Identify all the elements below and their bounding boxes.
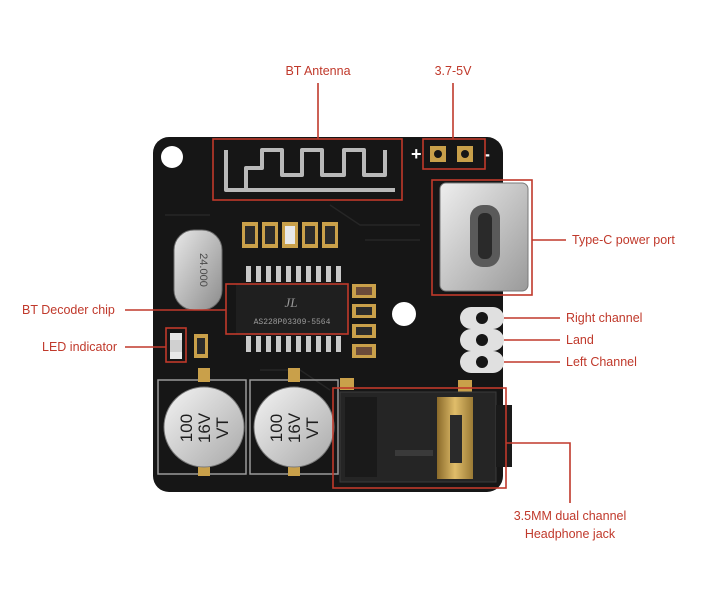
jack-label-line1: 3.5MM dual channel bbox=[513, 509, 627, 523]
bt-decoder-chip-label: BT Decoder chip bbox=[22, 303, 115, 317]
capacitor-1-voltage: 16V bbox=[195, 412, 214, 443]
mounting-hole bbox=[161, 146, 183, 168]
land-label: Land bbox=[566, 333, 594, 347]
chip-logo: JL bbox=[285, 295, 298, 310]
smd-components bbox=[194, 222, 472, 392]
mounting-hole bbox=[392, 302, 416, 326]
jack-label-line2: Headphone jack bbox=[524, 527, 616, 541]
power-header-box bbox=[422, 138, 486, 170]
capacitor-2-value: 100 bbox=[267, 414, 286, 442]
capacitor-2-voltage: 16V bbox=[285, 412, 304, 443]
right-channel-label: Right channel bbox=[566, 311, 643, 325]
crystal-marking: 24.000 bbox=[197, 253, 209, 287]
typec-label: Type-C power port bbox=[572, 233, 675, 247]
bt-decoder-chip bbox=[236, 284, 348, 334]
chip-pins bbox=[246, 266, 341, 352]
capacitor-2-brand: VT bbox=[303, 417, 322, 439]
capacitor-1-value: 100 bbox=[177, 414, 196, 442]
power-voltage-label: 3.7-5V bbox=[434, 64, 472, 78]
bt-decoder-chip-box bbox=[225, 283, 349, 335]
bt-antenna-trace bbox=[224, 148, 395, 192]
power-plus-sign: + bbox=[411, 144, 422, 164]
capacitor-1 bbox=[163, 386, 245, 468]
bt-antenna-label: BT Antenna bbox=[285, 64, 351, 78]
headphone-jack-box bbox=[332, 387, 507, 489]
channel-pads bbox=[460, 307, 504, 373]
led-indicator-label: LED indicator bbox=[42, 340, 118, 354]
capacitor-1-brand: VT bbox=[213, 417, 232, 439]
left-channel-label: Left Channel bbox=[566, 355, 637, 369]
bt-antenna-box bbox=[212, 138, 403, 201]
led-box bbox=[165, 327, 187, 363]
typec-port-box bbox=[431, 179, 533, 296]
chip-marking: AS228P03309-5564 bbox=[254, 318, 331, 327]
capacitor-2 bbox=[253, 386, 335, 468]
power-minus-sign: - bbox=[484, 144, 490, 164]
leader-lines bbox=[125, 83, 571, 503]
